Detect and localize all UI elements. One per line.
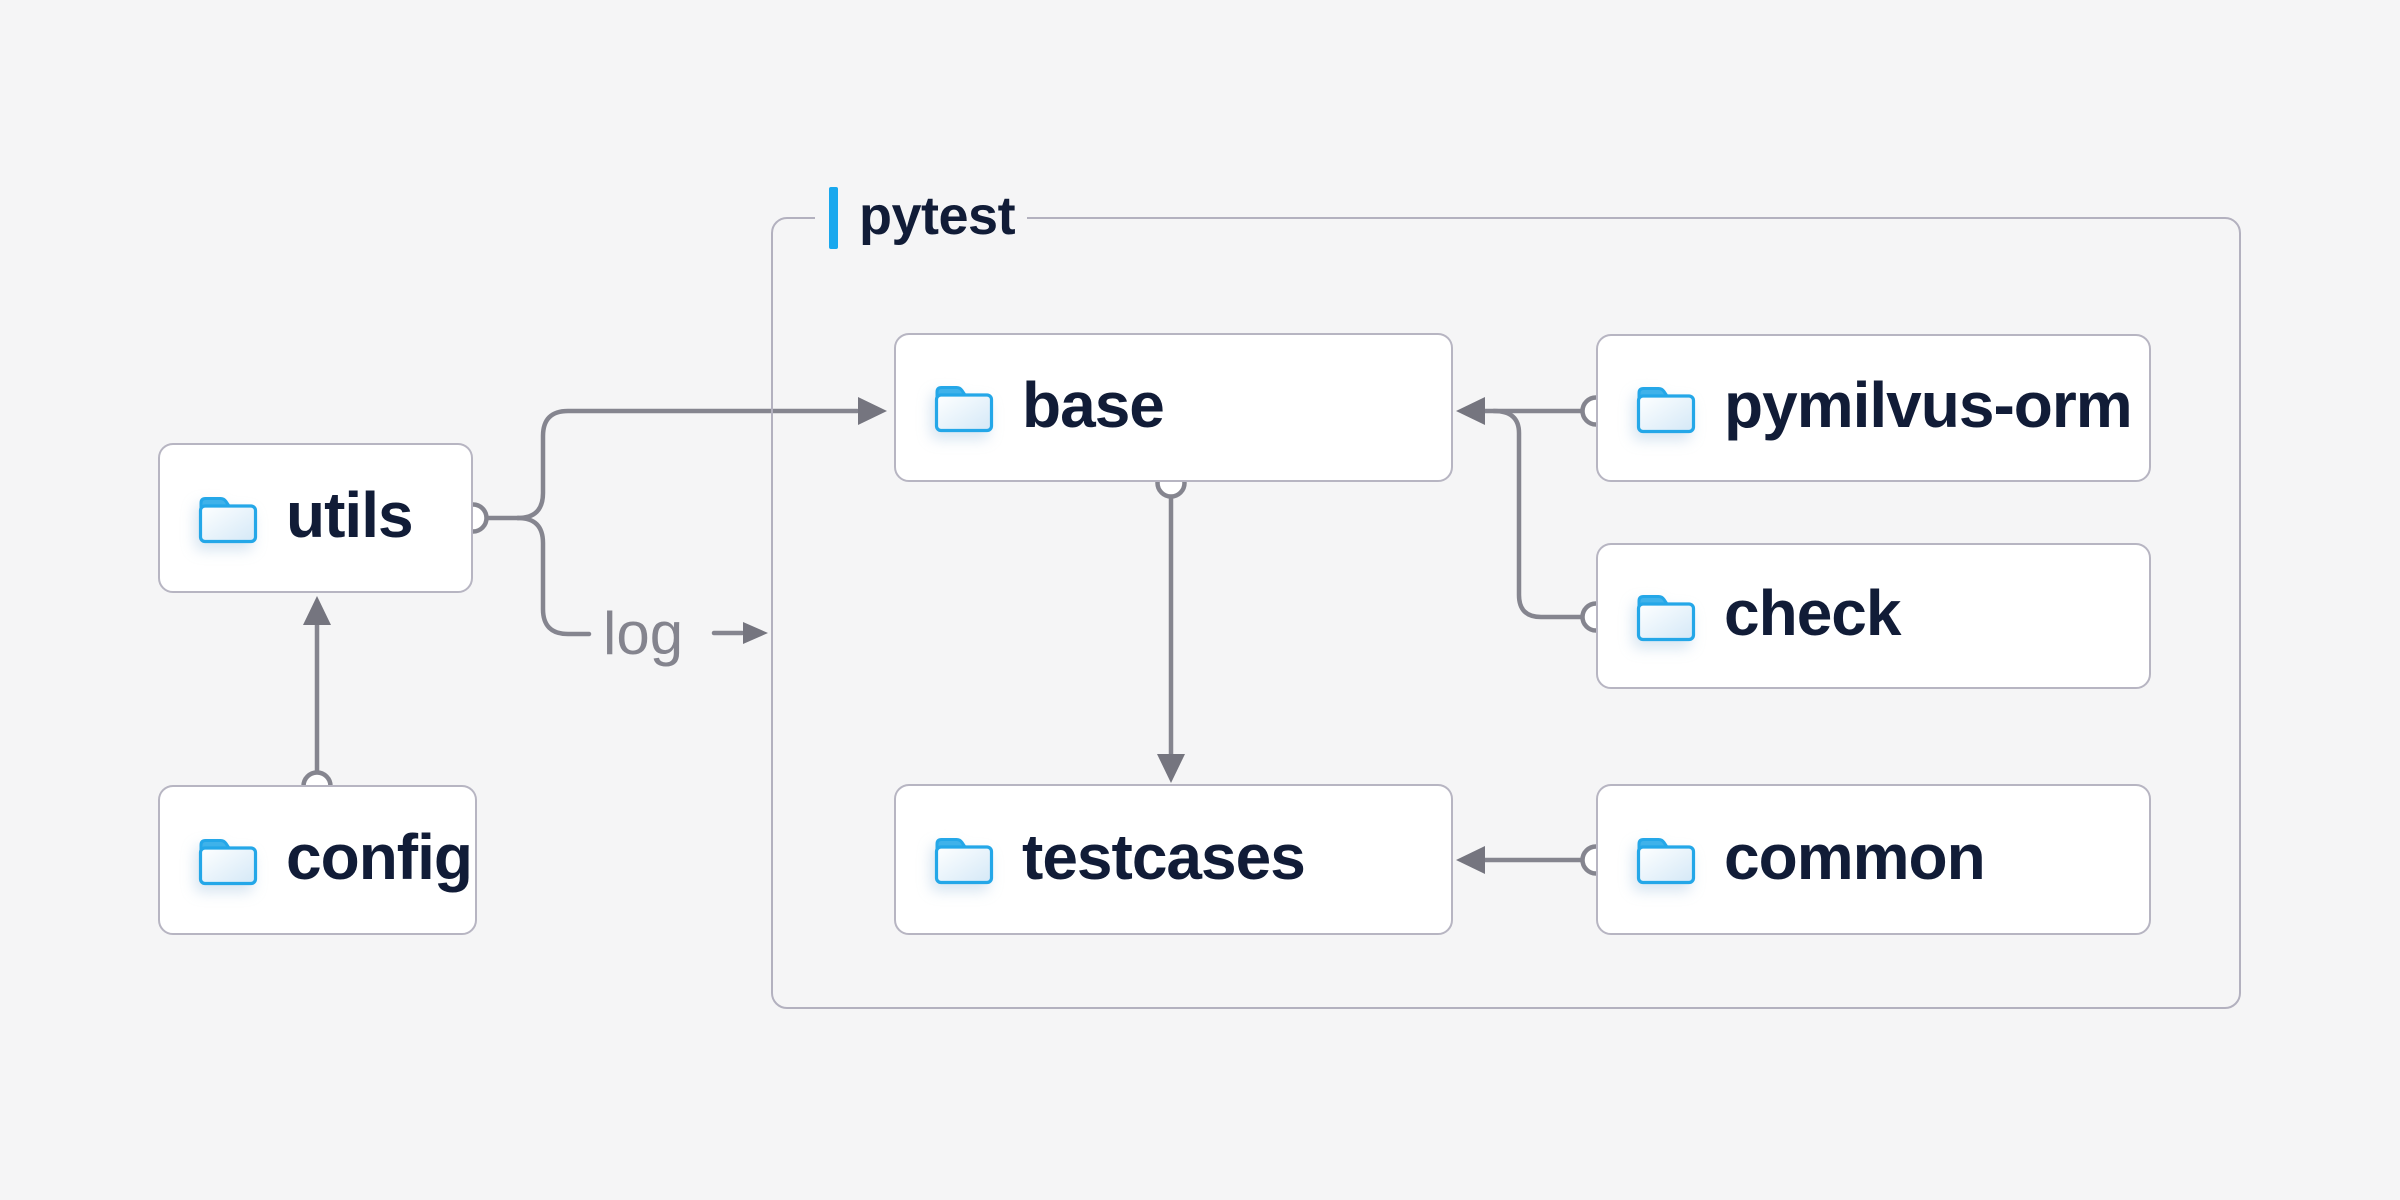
folder-icon — [1636, 594, 1696, 641]
node-label: check — [1724, 577, 1901, 649]
node-check: check — [1596, 543, 2151, 689]
node-label: utils — [286, 479, 414, 551]
node-label: pymilvus-orm — [1724, 369, 2133, 441]
folder-icon — [934, 838, 994, 885]
node-label: testcases — [1022, 820, 1306, 893]
edge-label-log: log — [603, 600, 684, 667]
node-utils: utils — [158, 443, 473, 593]
pytest-group-label: pytest — [815, 186, 1028, 250]
folder-icon — [198, 838, 258, 885]
arrowhead-log — [743, 622, 768, 644]
arrowhead-into-utils — [303, 596, 331, 625]
node-base: base — [894, 333, 1453, 482]
edge-utils-to-log — [515, 515, 592, 637]
node-common: common — [1596, 784, 2151, 935]
group-title: pytest — [859, 186, 1016, 246]
node-pymilvus-orm: pymilvus-orm — [1596, 334, 2151, 482]
node-label: common — [1724, 820, 1986, 893]
node-config: config — [158, 785, 477, 935]
pytest-group-container: pytest — [771, 186, 2241, 1009]
folder-icon — [934, 386, 994, 433]
accent-bar — [829, 187, 838, 249]
folder-icon — [198, 496, 258, 543]
folder-icon — [1636, 386, 1696, 433]
folder-icon — [1636, 838, 1696, 885]
node-label: base — [1022, 368, 1165, 441]
node-testcases: testcases — [894, 784, 1453, 935]
node-label: config — [286, 821, 473, 893]
